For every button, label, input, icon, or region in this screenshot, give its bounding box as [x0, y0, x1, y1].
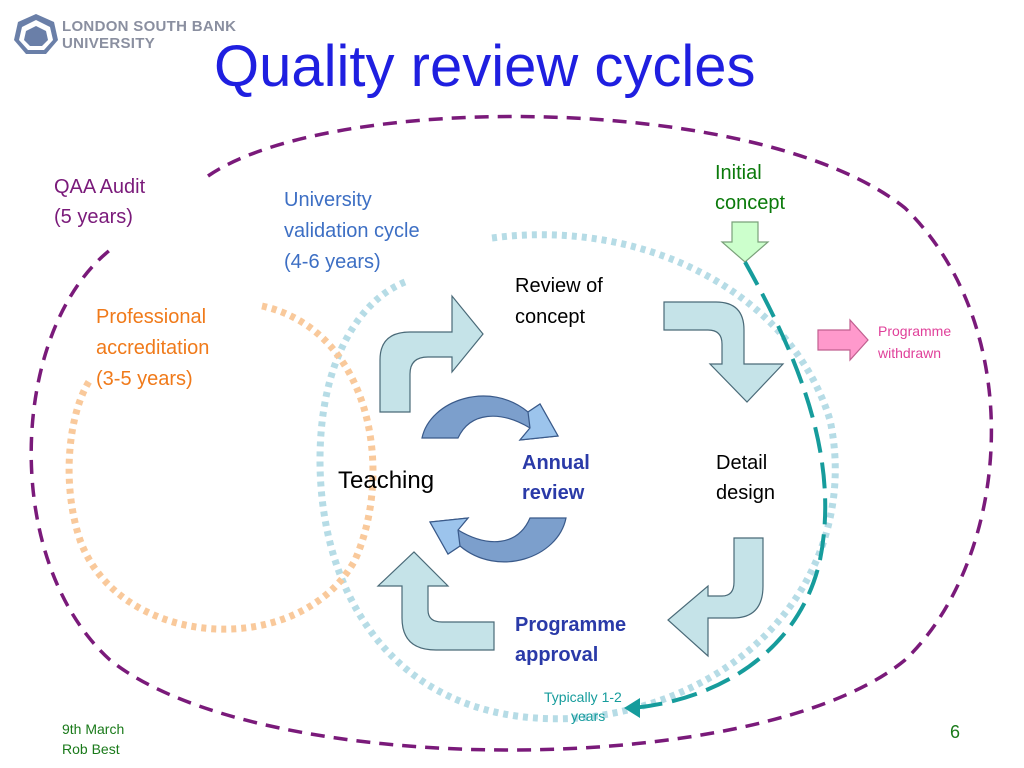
- qaa-audit-label: QAA Audit: [54, 176, 146, 198]
- university-logo-icon: [14, 14, 58, 54]
- logo-text-line2: UNIVERSITY: [62, 35, 156, 52]
- initial-concept-arrow-icon: [720, 221, 770, 263]
- programme-withdrawn-line1: Programme: [878, 323, 952, 339]
- footer-date: 9th March: [62, 721, 125, 737]
- university-label: University: [284, 189, 372, 211]
- accreditation-label: accreditation: [96, 337, 210, 359]
- annual-review-line1: Annual: [522, 452, 590, 474]
- detail-design-line2: design: [716, 482, 775, 504]
- qaa-audit-cycle: [29, 114, 994, 752]
- initial-concept-label-line2: concept: [715, 192, 786, 214]
- programme-withdrawn-line2: withdrawn: [878, 345, 942, 361]
- qaa-audit-duration: (5 years): [54, 206, 133, 228]
- typically-duration-line2: years: [571, 708, 606, 724]
- cycle-arrow-review-to-detail-icon: [663, 301, 785, 403]
- annual-review-bottom-arrow-icon: [429, 517, 567, 563]
- review-of-concept-line2: concept: [515, 306, 586, 328]
- typically-duration-line1: Typically 1-2: [544, 689, 622, 705]
- page-title: Quality review cycles: [214, 34, 756, 99]
- programme-approval-line1: Programme: [515, 614, 627, 636]
- annual-review-line2: review: [522, 482, 585, 504]
- programme-approval-line2: approval: [515, 644, 599, 666]
- slide-page-number: 6: [950, 722, 961, 742]
- footer-author: Rob Best: [62, 741, 120, 757]
- accreditation-duration: (3-5 years): [96, 368, 193, 390]
- cycle-arrow-teaching-to-review-icon: [379, 294, 484, 413]
- annual-review-top-arrow-icon: [421, 395, 559, 441]
- validation-cycle-label: validation cycle: [284, 220, 420, 242]
- teaching-label: Teaching: [338, 467, 435, 494]
- initial-concept-label-line1: Initial: [715, 162, 762, 184]
- logo-text-line1: LONDON SOUTH BANK: [62, 18, 237, 35]
- validation-cycle-duration: (4-6 years): [284, 251, 381, 273]
- cycle-arrow-approval-to-teaching-icon: [376, 551, 495, 651]
- professional-accreditation-cycle: [65, 302, 377, 633]
- review-of-concept-line1: Review of: [515, 275, 603, 297]
- typical-duration-arrow-icon: [624, 261, 828, 718]
- detail-design-line1: Detail: [716, 452, 768, 474]
- professional-label: Professional: [96, 306, 207, 328]
- programme-withdrawn-arrow-icon: [817, 318, 869, 362]
- cycle-arrow-detail-to-approval-icon: [667, 537, 764, 658]
